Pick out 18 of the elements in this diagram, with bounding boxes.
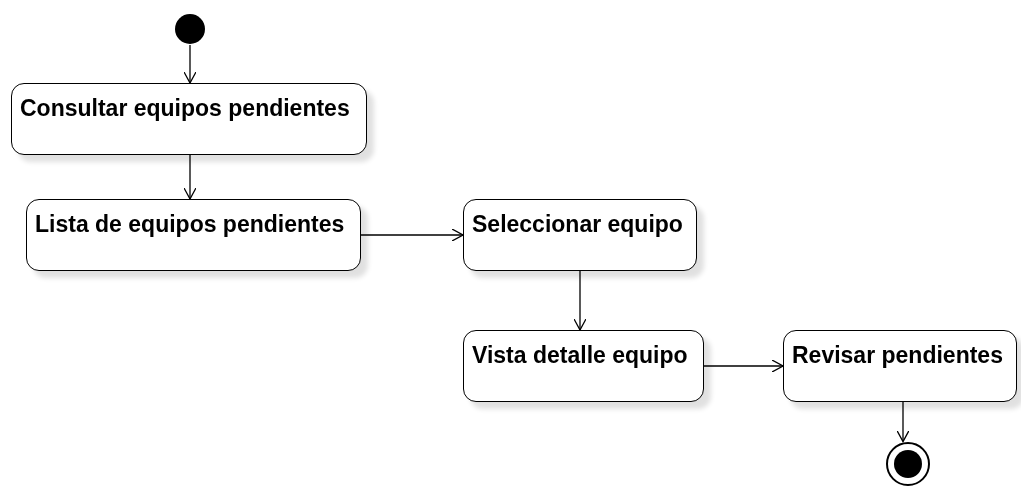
arrow xyxy=(360,228,464,242)
activity-box xyxy=(463,199,697,271)
activity-label: Seleccionar equipo xyxy=(472,211,683,238)
activity-label: Revisar pendientes xyxy=(792,342,1003,369)
activity-label: Vista detalle equipo xyxy=(472,342,688,369)
arrow xyxy=(183,154,197,200)
activity-box xyxy=(783,330,1017,402)
arrow xyxy=(703,359,784,373)
activity-box xyxy=(463,330,704,402)
activity-label: Lista de equipos pendientes xyxy=(35,211,345,238)
activity-label: Consultar equipos pendientes xyxy=(20,95,350,122)
arrow xyxy=(573,270,587,331)
activity-box xyxy=(11,83,367,155)
initial-node xyxy=(174,13,206,45)
arrow xyxy=(183,44,197,84)
arrow xyxy=(896,401,910,443)
activity-box xyxy=(26,199,361,271)
final-node xyxy=(885,441,931,487)
